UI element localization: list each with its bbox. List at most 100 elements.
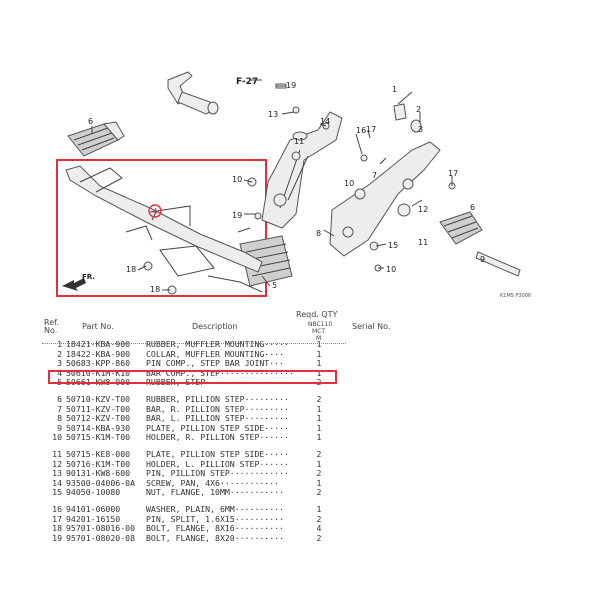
table-row[interactable]: 8 50712-KZV-T00 BAR, L. PILLION STEP······… — [0, 414, 600, 424]
callout-3: 3 — [418, 125, 423, 134]
qty-cell: 1 — [316, 504, 322, 514]
qty-cell: 2 — [316, 394, 322, 404]
qty-cell: 2 — [316, 468, 322, 479]
qty-cell: 2 — [316, 449, 322, 459]
part-no-cell: 94101-06000 — [66, 504, 121, 514]
description-cell: BOLT, FLANGE, 8X20·········· — [146, 532, 285, 543]
description-cell: HOLDER, L. PILLION STEP······ — [146, 458, 289, 469]
description-cell: BAR, R. PILLION STEP········· — [146, 403, 289, 414]
part-no-cell: 50715-KE8-000 — [66, 449, 131, 459]
ref-no-cell: 10 — [52, 432, 62, 443]
callout-12: 12 — [418, 205, 428, 214]
description-cell: BAR COMP., STEP··············· — [146, 367, 294, 378]
description-cell: SCREW, PAN, 4X6············ — [146, 477, 280, 488]
callout-10a: 10 — [344, 179, 354, 188]
parts-diagram: F-27 — [56, 71, 531, 299]
part-no-cell: 50711-KZV-T00 — [66, 403, 131, 414]
part-no-cell: 90131-KW8-600 — [66, 468, 131, 479]
table-row[interactable]: 7 50711-KZV-T00 BAR, R. PILLION STEP······… — [0, 403, 600, 415]
ref-no-cell: 1 — [57, 339, 62, 349]
ref-label: F-27 — [236, 77, 258, 87]
qty-cell: 1 — [316, 458, 322, 469]
table-row[interactable]: 11 50715-KE8-000 PLATE, PILLION STEP SIDE·… — [0, 449, 600, 460]
ref-no-cell: 12 — [52, 458, 62, 469]
front-arrow: FR. — [62, 273, 95, 291]
header-ref-no: Ref. No. — [44, 318, 59, 335]
description-cell: PLATE, PILLION STEP SIDE····· — [146, 422, 289, 433]
qty-cell: 1 — [316, 477, 322, 488]
ref-no-cell: 8 — [57, 413, 62, 424]
qty-cell: 2 — [316, 532, 322, 543]
holder-r-pillion-step — [261, 111, 343, 229]
description-cell: PLATE, PILLION STEP SIDE····· — [146, 449, 289, 459]
callout-8: 8 — [316, 229, 321, 238]
callout-19b: 19 — [232, 211, 242, 220]
part-no-cell: 50712-KZV-T00 — [66, 413, 131, 424]
qty-cell: 1 — [316, 348, 322, 359]
callout-18b: 18 — [150, 285, 160, 294]
header-serial-no: Serial No. — [352, 322, 391, 331]
header-reqd-qty: Reqd. QTY — [296, 310, 338, 319]
table-row[interactable]: 14 93500-04006-0A SCREW, PAN, 4X6·········… — [0, 477, 600, 489]
description-cell: PIN, PILLION STEP············ — [146, 468, 289, 479]
callout-6a: 6 — [470, 203, 475, 212]
header-part-no: Part No. — [82, 322, 114, 331]
part-no-cell: 93500-04006-0A — [66, 477, 136, 488]
qty-cell: 1 — [316, 422, 322, 433]
callout-15: 15 — [388, 241, 398, 250]
description-cell: PIN COMP., STEP BAR JOINT··· — [146, 358, 285, 369]
description-cell: BAR, L. PILLION STEP········· — [146, 413, 289, 424]
callout-9: 9 — [480, 255, 485, 264]
rubber-step — [239, 235, 293, 287]
callout-16: 16 — [356, 126, 366, 135]
part-no-cell: 94050-10080 — [66, 487, 121, 498]
ref-no-cell: 18 — [52, 523, 62, 534]
description-cell: HOLDER, R. PILLION STEP······ — [146, 432, 289, 443]
ref-no-cell: 11 — [52, 449, 62, 459]
pillion-step-right — [439, 211, 521, 277]
part-no-cell: 50683-KPP-860 — [66, 358, 131, 369]
callout-7: 7 — [372, 171, 377, 180]
callout-11b: 11 — [418, 238, 428, 247]
ref-no-cell: 6 — [57, 394, 62, 404]
qty-cell: 1 — [316, 358, 322, 369]
header-divider — [42, 343, 346, 344]
description-cell: RUBBER, PILLION STEP········· — [146, 394, 289, 404]
description-cell: NUT, FLANGE, 10MM··········· — [146, 487, 285, 498]
highlight-frame — [56, 159, 267, 297]
qty-cell: 1 — [316, 339, 322, 349]
callout-11a: 11 — [294, 137, 304, 146]
ref-no-cell: 14 — [52, 477, 62, 488]
description-cell: PIN, SPLIT, 1.6X15·········· — [146, 513, 285, 524]
description-cell: COLLAR, MUFFLER MOUNTING···· — [146, 348, 285, 359]
qty-cell: 1 — [316, 432, 322, 443]
part-no-cell: 18421-KBA-900 — [66, 339, 131, 349]
callout-5: 5 — [272, 281, 277, 290]
ref-no-cell: 7 — [57, 403, 62, 414]
qty-cell: 1 — [316, 413, 322, 424]
callout-17a: 17 — [366, 125, 376, 134]
header-description: Description — [192, 322, 238, 331]
qty-cell: 4 — [316, 523, 322, 534]
part-no-cell: 95701-08020-08 — [66, 532, 136, 543]
diagram-code: K1MS F3006 — [500, 293, 531, 299]
ref-no-cell: 17 — [52, 513, 62, 524]
callout-13: 13 — [268, 110, 278, 119]
header-model-sub: MCT — [312, 328, 326, 335]
description-cell: WASHER, PLAIN, 6MM·········· — [146, 504, 285, 514]
qty-cell: 2 — [316, 487, 322, 498]
